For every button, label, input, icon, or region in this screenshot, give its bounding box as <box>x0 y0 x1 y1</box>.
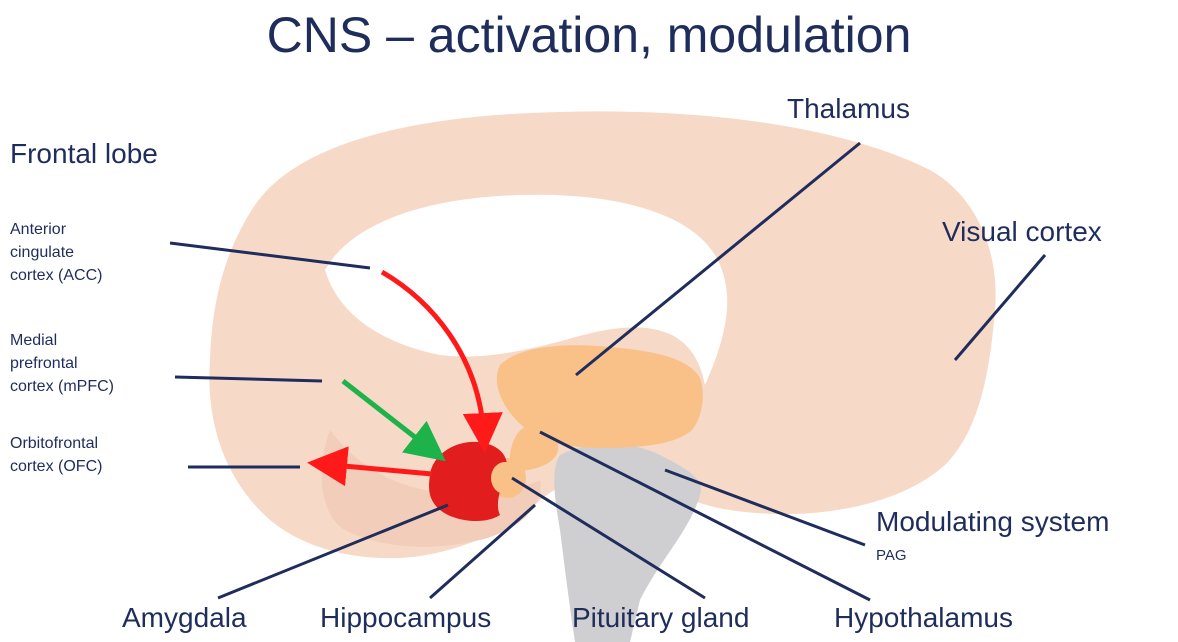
thalamus-label: Thalamus <box>787 95 910 123</box>
acc-label-line-3: cortex (ACC) <box>10 264 102 287</box>
acc-label: Anterior cingulate cortex (ACC) <box>10 218 102 287</box>
amygdala-label: Amygdala <box>122 604 247 632</box>
pag-label: PAG <box>876 548 907 563</box>
hippocampus-label: Hippocampus <box>320 604 491 632</box>
mpfc-label: Medial prefrontal cortex (mPFC) <box>10 329 114 398</box>
page-title: CNS – activation, modulation <box>0 10 1178 60</box>
ofc-label: Orbitofrontal cortex (OFC) <box>10 432 102 478</box>
acc-label-line-2: cingulate <box>10 241 102 264</box>
hypothalamus-label: Hypothalamus <box>834 604 1013 632</box>
mpfc-label-line-1: Medial <box>10 329 114 352</box>
pituitary-gland-label: Pituitary gland <box>572 604 749 632</box>
frontal-lobe-label: Frontal lobe <box>10 140 158 168</box>
visual-cortex-label: Visual cortex <box>942 218 1102 246</box>
acc-label-line-1: Anterior <box>10 218 102 241</box>
mpfc-label-line-2: prefrontal <box>10 352 114 375</box>
modulating-system-label: Modulating system <box>876 508 1109 536</box>
mpfc-label-line-3: cortex (mPFC) <box>10 375 114 398</box>
ofc-label-line-1: Orbitofrontal <box>10 432 102 455</box>
ofc-label-line-2: cortex (OFC) <box>10 455 102 478</box>
